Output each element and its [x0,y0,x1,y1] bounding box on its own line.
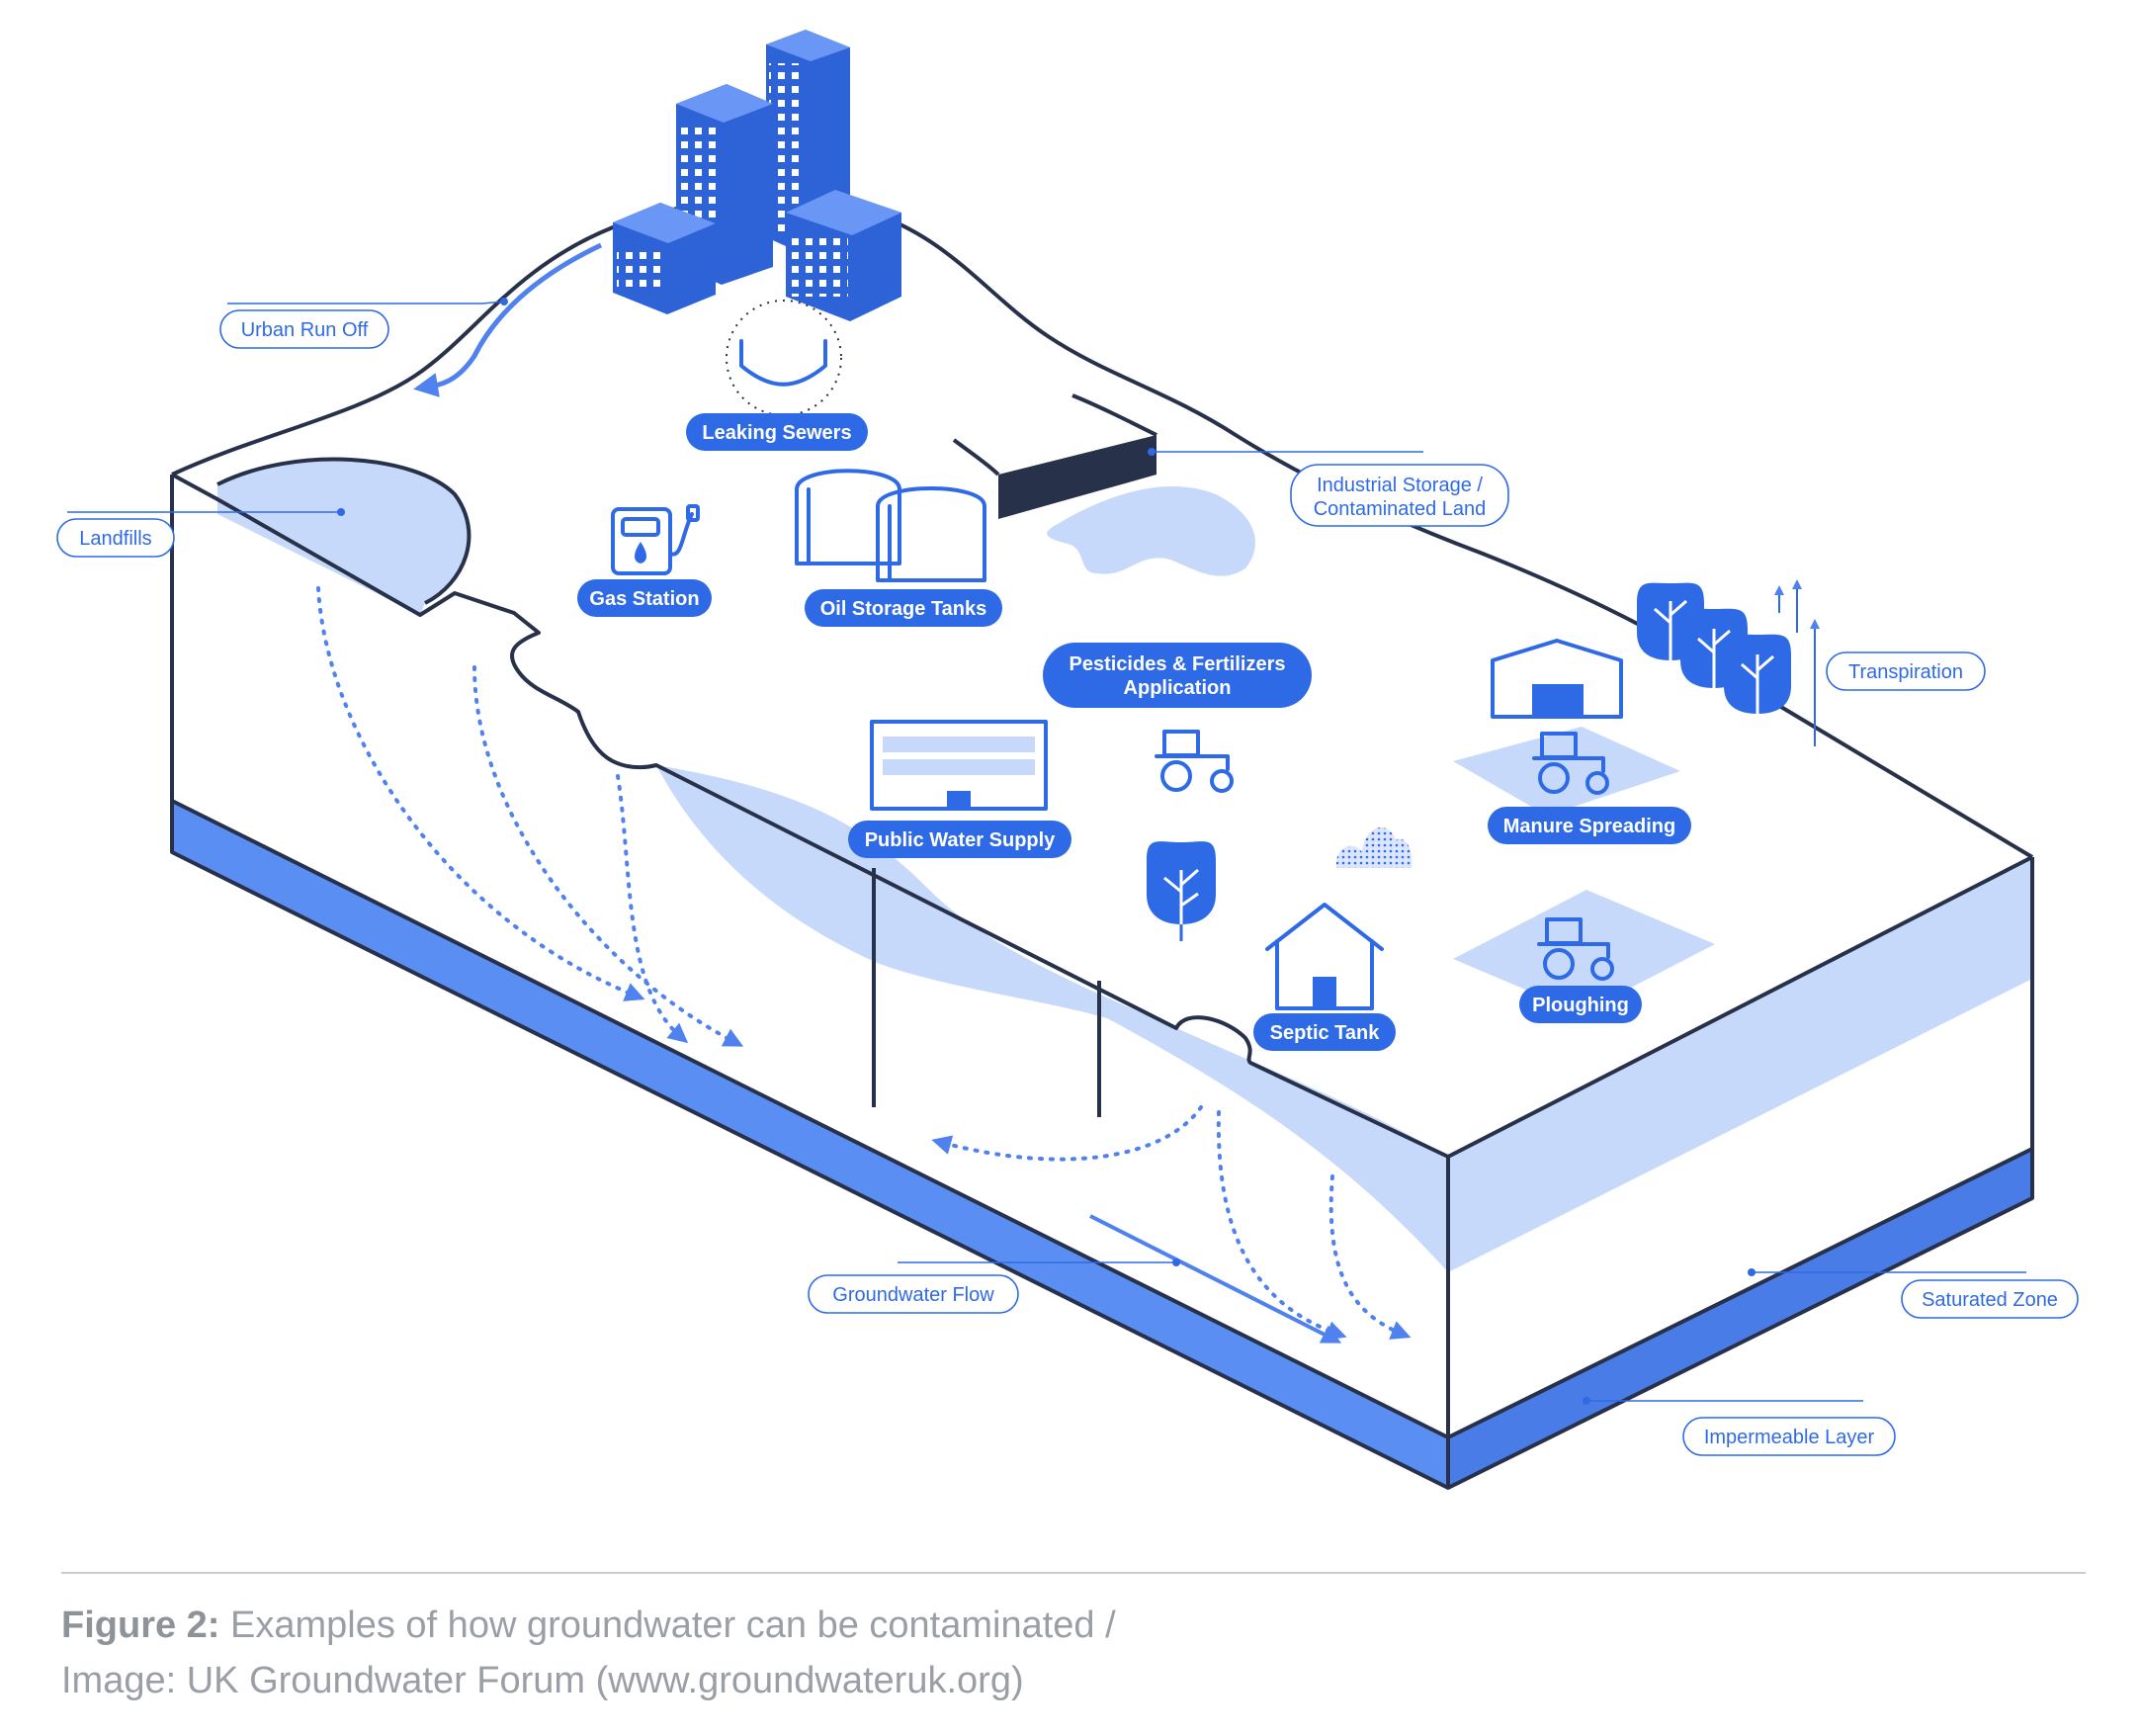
label-impermeable-layer: Impermeable Layer [1682,1417,1896,1456]
svg-text:Pesticides & Fertilizers: Pesticides & Fertilizers [1070,653,1286,675]
tractor-icon [1453,890,1715,1013]
water-supply-building-icon [870,720,1048,811]
svg-text:Ploughing: Ploughing [1532,995,1629,1016]
svg-text:Urban Run Off: Urban Run Off [241,319,369,341]
transpiration-arrows [1774,579,1820,746]
leader-lines [67,298,2026,1405]
svg-text:Impermeable Layer: Impermeable Layer [1704,1427,1875,1448]
label-urban-run-off: Urban Run Off [219,309,389,349]
label-pesticides-fertilizers: Pesticides & Fertilizers Application [1043,643,1312,708]
label-industrial-storage: Industrial Storage / Contaminated Land [1290,464,1509,527]
oil-tanks-icon [795,469,986,582]
caption-divider [61,1572,2086,1574]
barn-icon [1491,639,1623,719]
svg-text:Manure Spreading: Manure Spreading [1503,816,1675,837]
tractor-icon [1453,727,1680,816]
sewer-pipe-icon [726,300,842,416]
label-saturated-zone: Saturated Zone [1901,1279,2079,1319]
buildings-icon [613,30,901,321]
svg-text:Contaminated Land: Contaminated Land [1314,498,1487,520]
svg-text:Gas Station: Gas Station [589,588,699,610]
label-oil-storage-tanks: Oil Storage Tanks [805,589,1002,627]
svg-text:Industrial Storage /: Industrial Storage / [1317,475,1483,496]
svg-text:Application: Application [1124,677,1232,699]
svg-text:Transpiration: Transpiration [1848,661,1963,683]
caption-text-line1: Examples of how groundwater can be conta… [230,1605,1116,1646]
svg-text:Public Water Supply: Public Water Supply [865,829,1056,851]
label-public-water-supply: Public Water Supply [848,821,1071,858]
label-leaking-sewers: Leaking Sewers [686,413,868,451]
label-gas-station: Gas Station [577,579,712,617]
figure-caption-line1: Figure 2: Examples of how groundwater ca… [61,1598,1116,1653]
gas-pump-icon [611,504,700,575]
svg-text:Landfills: Landfills [79,528,151,550]
figure-caption-line2: Image: UK Groundwater Forum (www.groundw… [61,1660,1024,1701]
impermeable-layer [172,799,2032,1488]
landfill-area [217,459,470,615]
svg-text:Groundwater Flow: Groundwater Flow [832,1284,994,1306]
label-landfills: Landfills [56,518,175,558]
manure-pile-icon [1335,826,1413,868]
urban-run-off-arrow [413,242,603,397]
label-groundwater-flow: Groundwater Flow [808,1274,1019,1314]
figure-label: Figure 2: [61,1605,220,1646]
label-manure-spreading: Manure Spreading [1488,807,1691,844]
svg-text:Leaking Sewers: Leaking Sewers [702,422,851,444]
tractor-icon [1155,730,1234,793]
house-icon [1265,903,1384,1010]
label-septic-tank: Septic Tank [1253,1013,1396,1051]
label-ploughing: Ploughing [1519,986,1642,1023]
contaminant-flow-paths [316,586,1412,1341]
label-transpiration: Transpiration [1826,651,1986,691]
groundwater-flow-arrow [1089,1214,1342,1344]
industrial-wall-icon [952,393,1255,576]
svg-text:Oil Storage Tanks: Oil Storage Tanks [820,598,987,620]
tree-icon [1724,634,1791,727]
svg-text:Saturated Zone: Saturated Zone [1922,1289,2058,1311]
svg-text:Septic Tank: Septic Tank [1270,1022,1381,1044]
tree-icon [1147,841,1216,941]
saturated-zone [656,765,2032,1272]
